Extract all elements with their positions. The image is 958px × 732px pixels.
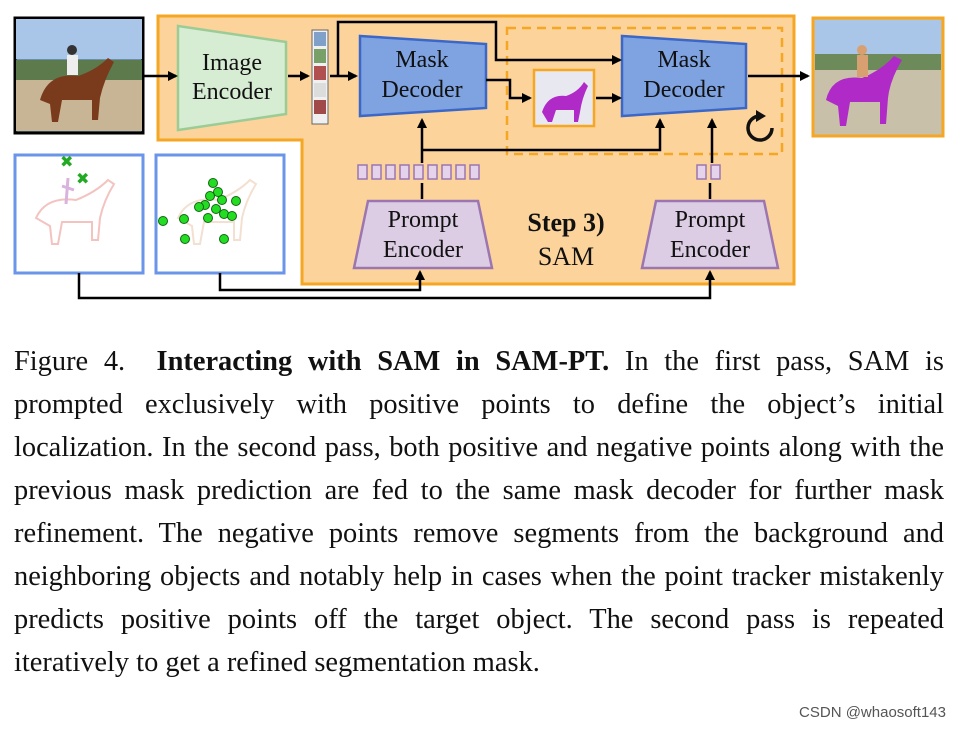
mask-decoder-2-line2: Decoder [643,77,724,103]
intermediate-mask [532,68,596,128]
caption-title: Interacting with SAM in SAM-PT. [156,346,610,377]
sam-label: SAM [538,242,594,271]
prompt-tokens-1 [357,164,480,180]
prompt-tokens-2 [696,164,721,180]
caption-body: In the first pass, SAM is prompted exclu… [14,346,944,678]
watermark: CSDN @whaosoft143 [799,704,946,721]
image-embedding-grid [311,29,329,125]
iteration-box [505,26,784,156]
mask-decoder-1-line1: Mask [395,47,448,73]
output-image [811,16,945,138]
prompt-encoder-2-line2: Encoder [670,237,750,263]
prompt-encoder-1-line2: Encoder [383,237,463,263]
mask-decoder-2: Mask Decoder [620,34,748,118]
image-encoder: Image Encoder [176,24,288,132]
figure-label: Figure 4. [14,346,126,377]
mask-decoder-1: Mask Decoder [358,34,488,118]
refresh-icon [746,110,774,142]
sam-pt-diagram: ✖ ✖ Image Encoder Mask Decoder [13,14,945,300]
figure-caption: Figure 4. Interacting with SAM in SAM-PT… [14,340,944,684]
mask-decoder-2-line1: Mask [657,47,710,73]
prompt-encoder-1-line1: Prompt [388,207,459,233]
step-label: Step 3) [527,208,604,237]
image-encoder-line1: Image [202,50,262,76]
negative-point-marker: ✖ [76,169,89,188]
positive-points-panel [154,153,286,275]
prompt-encoder-2: Prompt Encoder [640,199,780,270]
prompt-encoder-2-line1: Prompt [675,207,746,233]
negative-point-marker: ✖ [60,152,73,171]
negative-points-panel: ✖ ✖ [13,152,145,275]
mask-decoder-1-line2: Decoder [381,77,462,103]
prompt-encoder-1: Prompt Encoder [352,199,494,270]
input-image [13,16,145,135]
image-encoder-line2: Encoder [192,79,272,105]
connection-arrows [77,20,810,300]
